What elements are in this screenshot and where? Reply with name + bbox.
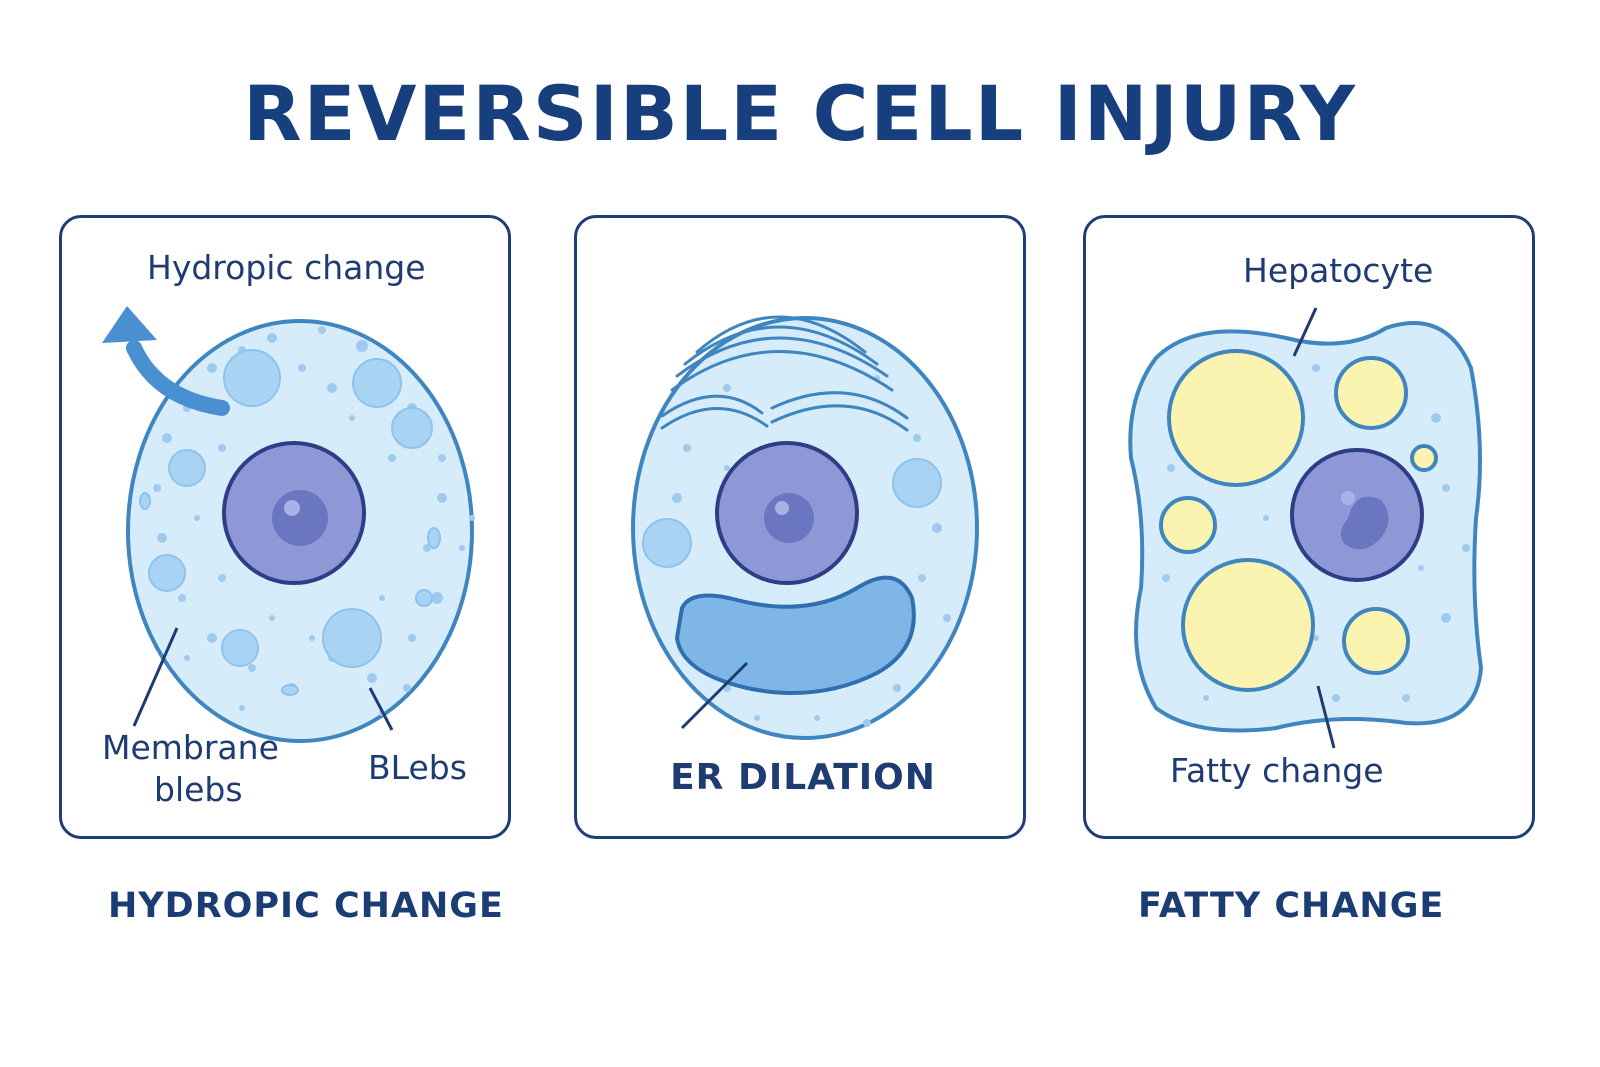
vesicle bbox=[642, 518, 692, 568]
nucleolus bbox=[764, 493, 814, 543]
hepatocyte-pointer bbox=[1292, 307, 1318, 357]
label-hydropic-change: Hydropic change bbox=[147, 248, 426, 287]
nucleolus bbox=[1340, 496, 1389, 550]
vacuoles bbox=[139, 349, 441, 696]
blebs-pointer bbox=[368, 687, 394, 731]
caption-fatty-change: FATTY CHANGE bbox=[1138, 886, 1445, 926]
nucleolus bbox=[272, 490, 328, 546]
dilated-er bbox=[674, 575, 916, 695]
label-blebs-right: BLebs bbox=[368, 748, 467, 787]
curved-arrow-icon bbox=[102, 306, 230, 416]
panel-er-dilation: ER DILATION bbox=[574, 215, 1026, 839]
er-dilation-diagram bbox=[631, 315, 979, 740]
vesicle bbox=[892, 458, 942, 508]
panel-fatty-change: Hepatocyte Fatty change bbox=[1083, 215, 1535, 839]
fatty-change-diagram bbox=[1128, 307, 1484, 749]
er-pointer bbox=[680, 661, 749, 730]
label-fatty-change: Fatty change bbox=[1170, 751, 1384, 790]
label-membrane: Membrane bbox=[102, 728, 279, 767]
fat-droplets bbox=[1159, 349, 1438, 692]
fatty-change-pointer bbox=[1316, 685, 1336, 749]
panel-hydropic-change: Hydropic change Membrane blebs BLebs bbox=[59, 215, 511, 839]
page-title: REVERSIBLE CELL INJURY bbox=[243, 69, 1357, 158]
label-er-dilation: ER DILATION bbox=[670, 757, 936, 798]
er-cisternae bbox=[660, 315, 909, 432]
caption-hydropic-change: HYDROPIC CHANGE bbox=[108, 886, 504, 926]
membrane-blebs-pointer bbox=[132, 627, 179, 727]
label-blebs: blebs bbox=[154, 770, 243, 809]
hydropic-cell-diagram bbox=[102, 306, 475, 743]
label-hepatocyte: Hepatocyte bbox=[1243, 251, 1434, 290]
